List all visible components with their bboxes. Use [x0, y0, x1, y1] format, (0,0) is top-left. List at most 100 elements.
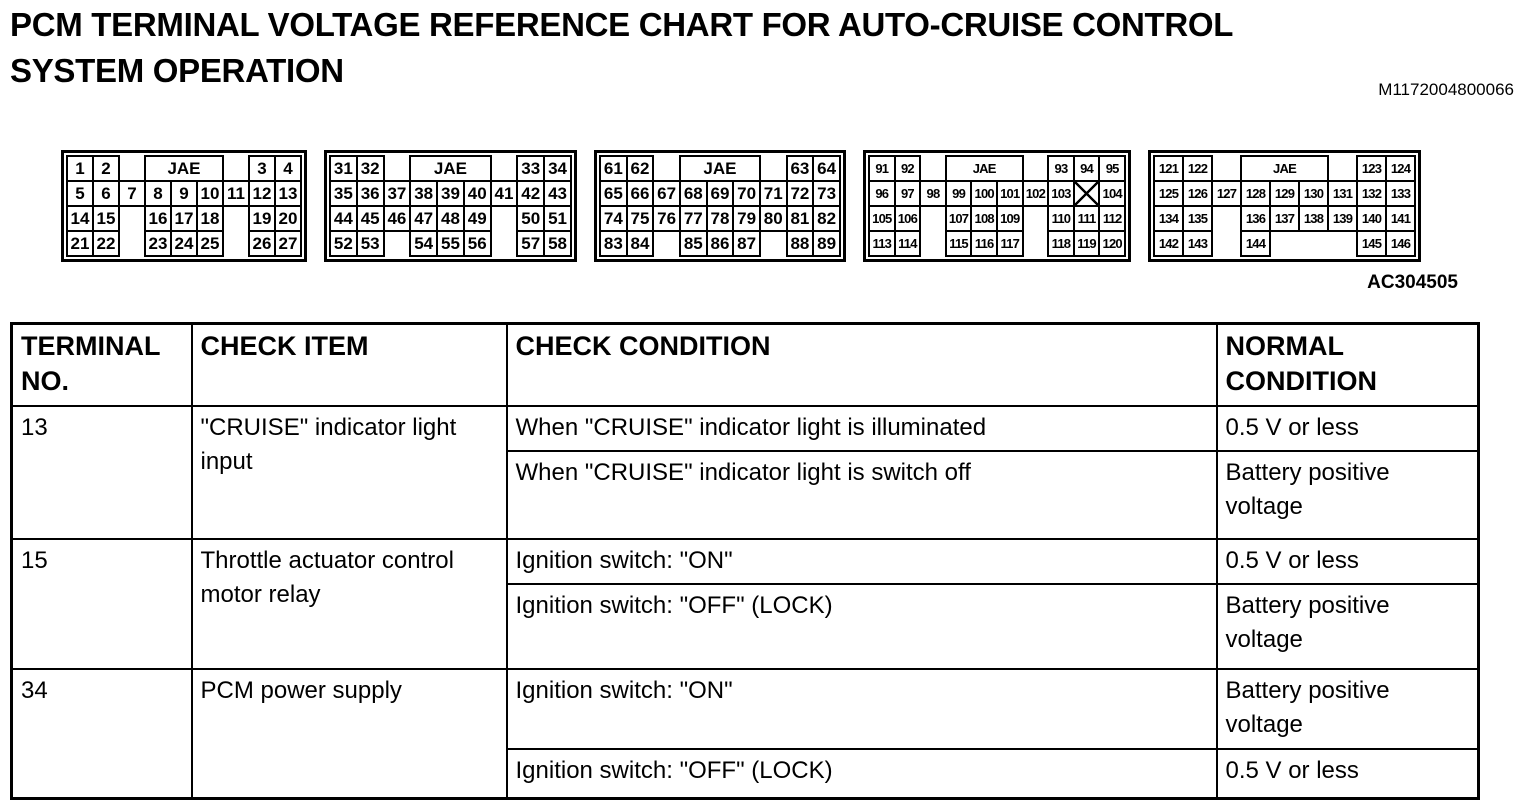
pin-cell-100: 100	[970, 180, 998, 207]
pin-cell-6: 6	[92, 180, 120, 207]
pin-cell-114: 114	[893, 230, 922, 257]
check-item-cell: "CRUISE" indicator light input	[190, 404, 508, 540]
column-header-label: CHECK CONDITION	[515, 331, 771, 361]
pin-cell-140: 140	[1356, 205, 1387, 232]
pin-cell-25: 25	[196, 230, 224, 257]
empty-slot	[1212, 231, 1241, 256]
pin-cell-144: 144	[1240, 230, 1271, 257]
pin-cell-3: 3	[248, 155, 276, 182]
pin-cell-108: 108	[970, 205, 998, 232]
pin-cell-137: 137	[1269, 205, 1300, 232]
normal-condition-cell: Battery positive voltage	[1215, 667, 1480, 750]
pin-cell-128: 128	[1240, 180, 1271, 207]
pin-cell-69: 69	[705, 180, 735, 207]
empty-slot	[1023, 231, 1049, 256]
pin-cell-26: 26	[248, 230, 276, 257]
header-cell: TERMINAL NO.	[10, 322, 193, 407]
table-row: When "CRUISE" indicator light is switch …	[12, 449, 1480, 540]
pin-cell-136: 136	[1240, 205, 1271, 232]
pin-cell-11: 11	[222, 180, 250, 207]
connector-brand-label: JAE	[144, 155, 224, 182]
pin-cell-57: 57	[516, 230, 546, 257]
empty-slot	[760, 231, 787, 256]
pin-cell-17: 17	[170, 205, 198, 232]
connector-brand-label: JAE	[944, 155, 1024, 182]
empty-slot	[384, 156, 411, 181]
check-condition-cell: Ignition switch: "OFF" (LOCK)	[505, 747, 1218, 800]
pin-cell-126: 126	[1182, 180, 1213, 207]
pin-cell-73: 73	[812, 180, 841, 207]
pin-cell-99: 99	[944, 180, 973, 207]
pin-cell-125: 125	[1153, 180, 1184, 207]
pin-cell-138: 138	[1298, 205, 1329, 232]
pin-cell-8: 8	[144, 180, 172, 207]
pin-cell-66: 66	[625, 180, 655, 207]
pin-cell-117: 117	[995, 230, 1024, 257]
pin-cell-129: 129	[1269, 180, 1300, 207]
pin-cell-22: 22	[92, 230, 120, 257]
pin-cell-120: 120	[1098, 230, 1126, 257]
table-row: Ignition switch: "OFF" (LOCK)Battery pos…	[12, 582, 1480, 670]
pin-cell-61: 61	[599, 155, 628, 182]
pin-cell-68: 68	[678, 180, 708, 207]
pin-cell-76: 76	[652, 205, 681, 232]
pin-cell-104: 104	[1098, 180, 1126, 207]
pin-cell-47: 47	[409, 205, 439, 232]
pin-cell-35: 35	[329, 180, 358, 207]
pin-cell-38: 38	[409, 180, 439, 207]
pin-cell-34: 34	[543, 155, 572, 182]
pin-cell-116: 116	[970, 230, 998, 257]
pin-cell-123: 123	[1356, 155, 1387, 182]
empty-slot	[920, 156, 946, 181]
pin-cell-4: 4	[274, 155, 302, 182]
connector-brand-label: JAE	[409, 155, 492, 182]
pin-cell-143: 143	[1182, 230, 1213, 257]
pin-cell-135: 135	[1182, 205, 1213, 232]
pin-cell-75: 75	[625, 205, 655, 232]
pin-cell-31: 31	[329, 155, 358, 182]
pin-cell-62: 62	[625, 155, 655, 182]
pin-cell-96: 96	[868, 180, 896, 207]
pin-cell-19: 19	[248, 205, 276, 232]
pin-cell-48: 48	[436, 205, 465, 232]
empty-slot	[223, 206, 249, 231]
pin-cell-10: 10	[196, 180, 224, 207]
pin-cell-133: 133	[1385, 180, 1416, 207]
check-condition-cell: When "CRUISE" indicator light is switch …	[505, 449, 1218, 540]
pin-cell-112: 112	[1098, 205, 1126, 232]
pin-cell-89: 89	[812, 230, 841, 257]
pin-cell-92: 92	[893, 155, 922, 182]
pin-cell-72: 72	[785, 180, 815, 207]
pin-cell-86: 86	[705, 230, 735, 257]
pin-cell-7: 7	[118, 180, 146, 207]
empty-slot	[1023, 206, 1049, 231]
pin-cell-146: 146	[1385, 230, 1416, 257]
pin-cell-87: 87	[732, 230, 761, 257]
pin-cell-51: 51	[543, 205, 572, 232]
pin-cell-93: 93	[1047, 155, 1075, 182]
pin-cell-131: 131	[1327, 180, 1358, 207]
header-cell: NORMAL CONDITION	[1215, 322, 1480, 407]
pin-cell-64: 64	[812, 155, 841, 182]
pin-cell-41: 41	[489, 180, 519, 207]
pin-cell-98: 98	[919, 180, 947, 207]
pin-cell-78: 78	[705, 205, 735, 232]
pin-cell-107: 107	[944, 205, 973, 232]
